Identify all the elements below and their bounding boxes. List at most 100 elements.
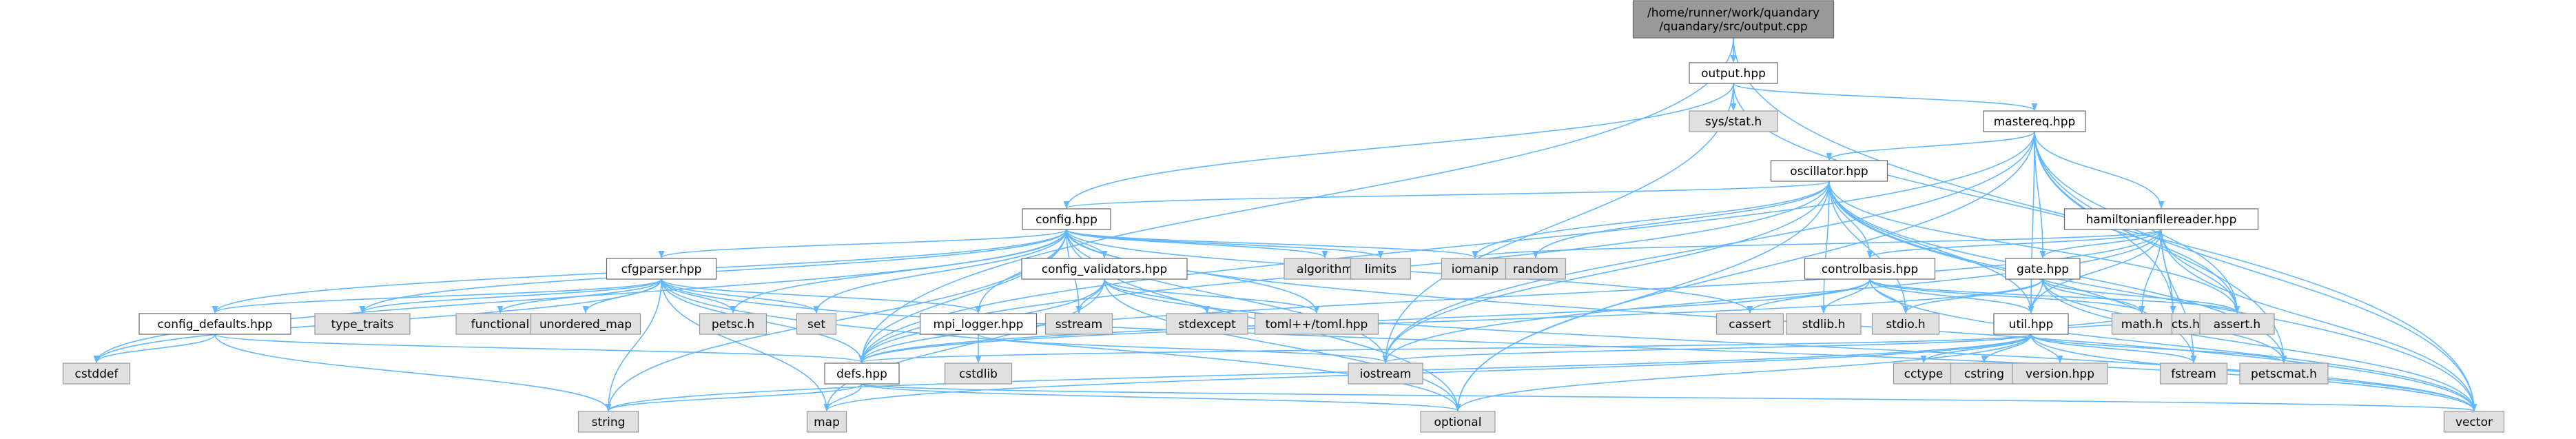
node-stdio-box (1871, 313, 1940, 335)
edge-cfgparser-to-string (605, 278, 662, 412)
edge-defs-to-string (605, 383, 863, 412)
node-map: map (806, 411, 847, 433)
edge-cfgparser-to-optional (661, 278, 1461, 412)
edge-mpi_logger-to-iostream (978, 334, 1389, 364)
edge-config-to-iostream (1066, 229, 1389, 364)
edge-controlbasis-to-stdlib (1820, 278, 1871, 314)
edge-config_validators-to-vector (1104, 278, 2477, 412)
node-string: string (577, 411, 639, 433)
node-defs[interactable]: defs.hpp (824, 363, 900, 385)
edge-config_validators-to-map (823, 278, 1105, 412)
node-util-label: util.hpp (2009, 318, 2054, 331)
node-gate[interactable]: gate.hpp (2005, 258, 2081, 280)
node-assert: assert.h (2199, 313, 2275, 335)
edge-mastereq-to-oscillator (1826, 131, 2035, 161)
node-cctype: cctype (1893, 363, 1955, 385)
node-controlbasis[interactable]: controlbasis.hpp (1804, 258, 1936, 280)
node-mastereq[interactable]: mastereq.hpp (1983, 110, 2086, 132)
node-cfgparser-label: cfgparser.hpp (621, 263, 702, 276)
edge-hamreader-to-iomanip (1472, 229, 2162, 259)
node-config_validators[interactable]: config_validators.hpp (1021, 258, 1188, 280)
edge-cfgparser-to-mpi_logger (661, 278, 982, 314)
edge-util-to-fstream (2030, 334, 2197, 364)
edge-cfgparser-to-type_traits (359, 278, 662, 314)
node-config-label: config.hpp (1035, 213, 1098, 227)
node-fstream-box (2159, 363, 2228, 385)
node-config_defaults-box (138, 313, 291, 335)
node-math: math.h (2111, 313, 2173, 335)
node-cfgparser[interactable]: cfgparser.hpp (606, 258, 717, 280)
node-assert-box (2199, 313, 2275, 335)
node-petscsys: petsc.h (699, 313, 767, 335)
node-oscillator-label: oscillator.hpp (1790, 165, 1868, 178)
node-petscmat-box (2239, 363, 2329, 385)
node-sstream: sstream (1044, 313, 1113, 335)
edge-oscillator-to-vector (1828, 181, 2477, 412)
node-mastereq-box (1983, 110, 2086, 132)
node-config_defaults[interactable]: config_defaults.hpp (138, 313, 291, 335)
node-cctype-box (1893, 363, 1955, 385)
edge-hamreader-to-controlbasis (1866, 229, 2162, 259)
node-stdlib-box (1786, 313, 1862, 335)
node-set-label: set (807, 318, 825, 331)
edge-hamreader-to-gate (2039, 229, 2162, 259)
node-cassert: cassert (1715, 313, 1784, 335)
edge-mastereq-to-vector (2034, 131, 2477, 412)
node-toml-box (1254, 313, 1379, 335)
node-oscillator[interactable]: oscillator.hpp (1770, 160, 1888, 182)
edge-cfgparser-to-vector (661, 278, 2477, 412)
edge-util-to-iostream (1382, 334, 2032, 364)
node-hamreader[interactable]: hamiltonianfilereader.hpp (2063, 208, 2259, 230)
edge-defs-to-vector (861, 383, 2477, 412)
node-cstddef-box (62, 363, 131, 385)
edge-config_validators-to-optional (1104, 278, 1461, 412)
edge-cfgparser-to-config_defaults (212, 278, 662, 314)
edge-config-to-defs (858, 229, 1067, 364)
node-cassert-label: cassert (1729, 318, 1771, 331)
edge-defs-to-map (823, 383, 863, 412)
node-cstddef-label: cstddef (75, 367, 119, 381)
edge-util-to-map (823, 334, 2032, 412)
node-iostream-box (1348, 363, 1423, 385)
node-root-box (1632, 0, 1835, 39)
node-random-label: random (1513, 263, 1558, 276)
node-cassert-box (1715, 313, 1784, 335)
node-string-label: string (592, 416, 626, 429)
edge-config_validators-to-toml (1104, 278, 1320, 314)
edge-controlbasis-to-math (1869, 278, 2145, 314)
edge-config-to-cfgparser (658, 229, 1067, 259)
edge-defs-to-optional (861, 383, 1461, 412)
node-output_hpp[interactable]: output.hpp (1689, 62, 1778, 84)
node-gate-box (2005, 258, 2081, 280)
node-oscillator-box (1770, 160, 1888, 182)
node-root[interactable]: /home/runner/work/quandary/quandary/src/… (1632, 0, 1835, 39)
node-util[interactable]: util.hpp (1993, 313, 2069, 335)
edge-util-to-cctype (1920, 334, 2032, 364)
node-petscsys-label: petsc.h (712, 318, 754, 331)
node-random-box (1505, 258, 1567, 280)
node-stdio: stdio.h (1871, 313, 1940, 335)
edge-mastereq-to-util (2028, 131, 2035, 314)
node-algorithm-label: algorithm (1297, 263, 1353, 276)
node-util-box (1993, 313, 2069, 335)
node-fstream-label: fstream (2171, 367, 2216, 381)
edge-oscillator-to-iomanip (1472, 181, 1830, 259)
edge-hamreader-to-defs (858, 229, 2162, 364)
node-limits: limits (1350, 258, 1412, 280)
edge-hamreader-to-fstream (2161, 229, 2197, 364)
edge-mastereq-to-hamreader (2034, 131, 2165, 210)
edge-config-to-iomanip (1066, 229, 1478, 259)
node-gate-label: gate.hpp (2017, 263, 2069, 276)
edge-oscillator-to-iostream (1382, 181, 1830, 364)
node-optional-box (1420, 411, 1496, 433)
node-config[interactable]: config.hpp (1022, 208, 1111, 230)
node-petscmat-label: petscmat.h (2251, 367, 2317, 381)
node-mpi_logger[interactable]: mpi_logger.hpp (919, 313, 1038, 335)
edge-root-to-defs (858, 37, 1734, 364)
edge-oscillator-to-config (1064, 181, 1830, 210)
edge-cfgparser-to-map (661, 278, 830, 412)
node-stdexcept-label: stdexcept (1178, 318, 1236, 331)
node-assert-label: assert.h (2214, 318, 2260, 331)
node-type_traits-label: type_traits (331, 318, 394, 331)
